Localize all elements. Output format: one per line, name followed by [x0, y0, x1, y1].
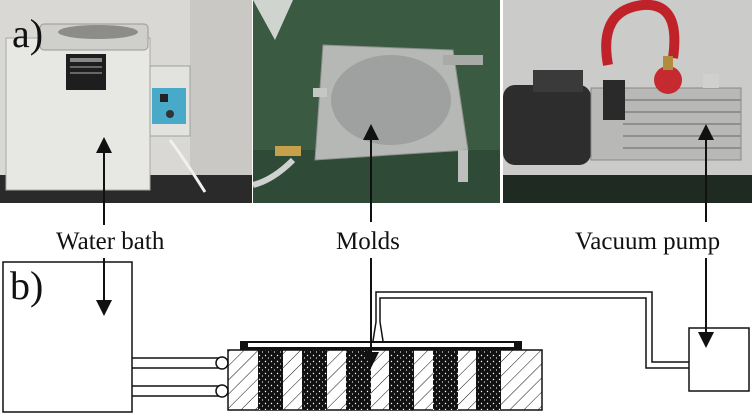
water-bath-box [2, 261, 133, 413]
molds-caption: Molds [336, 228, 400, 255]
pipe-connector-top [215, 356, 229, 370]
vacuum-pump-photo [503, 0, 752, 203]
water-bath-photo [0, 0, 252, 203]
pipe-connector-bottom [215, 384, 229, 398]
vacuum-pump-box [688, 327, 750, 392]
panel-b-label: b) [10, 263, 44, 308]
mold-body [227, 341, 543, 411]
vacuum-line [372, 291, 689, 369]
arrows [96, 124, 714, 368]
vacuum-pump-caption: Vacuum pump [575, 228, 721, 255]
molds-photo [253, 0, 500, 203]
water-bath-caption: Water bath [56, 228, 165, 255]
water-pipes [132, 357, 220, 397]
panel-a-label: a) [12, 11, 44, 56]
